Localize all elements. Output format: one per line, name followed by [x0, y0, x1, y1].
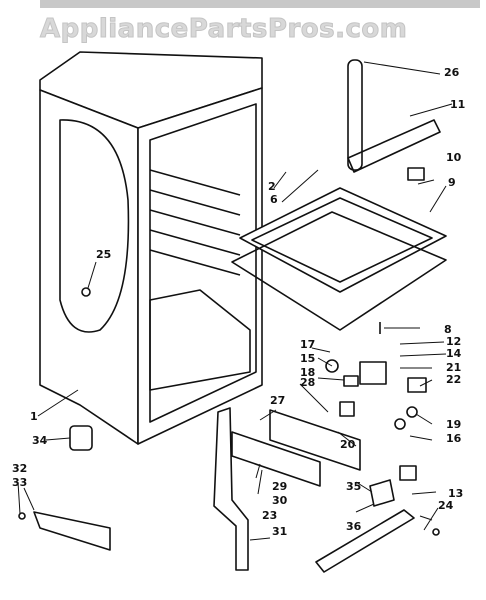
callout-16: 16: [446, 432, 462, 445]
callout-21: 21: [446, 361, 461, 374]
callout-28: 28: [300, 376, 315, 389]
callout-29: 29: [272, 480, 287, 493]
callout-24: 24: [438, 499, 454, 512]
callout-30: 30: [272, 494, 288, 507]
bracket-part-27: [269, 409, 361, 471]
callout-31: 31: [272, 525, 287, 538]
callout-12: 12: [446, 335, 461, 348]
callout-32: 32: [12, 462, 27, 475]
callout-36: 36: [346, 520, 362, 533]
callout-23: 23: [262, 509, 277, 522]
callout-26: 26: [444, 66, 460, 79]
strip-part-11: [347, 119, 441, 173]
screw-part-33: [18, 512, 26, 520]
callout-25: 25: [96, 248, 111, 261]
callout-19: 19: [446, 418, 461, 431]
callout-10: 10: [446, 151, 462, 164]
callout-34: 34: [32, 434, 48, 447]
callout-9: 9: [448, 176, 456, 189]
hinge-part-32: [33, 511, 111, 551]
callout-14: 14: [446, 347, 462, 360]
callout-17: 17: [300, 338, 315, 351]
scan-streak: [40, 0, 480, 8]
bracket-part-35: [369, 479, 395, 507]
callout-2: 2: [268, 180, 276, 193]
watermark: AppliancePartsPros.com: [39, 14, 408, 45]
callout-11: 11: [450, 98, 465, 111]
grille-part-23: [315, 509, 415, 573]
screw-part-24: [432, 528, 440, 536]
callout-33: 33: [12, 476, 27, 489]
clip-part-10: [407, 167, 425, 181]
tube-part-31: [213, 407, 249, 571]
callout-6: 6: [270, 193, 278, 206]
callout-27: 27: [270, 394, 285, 407]
callout-35: 35: [346, 480, 361, 493]
callout-8: 8: [444, 323, 452, 336]
callout-18: 18: [300, 366, 315, 379]
callout-15: 15: [300, 352, 315, 365]
shelf-frame-part-9: [231, 187, 447, 331]
bracket-part-29: [231, 431, 321, 487]
hinge-part-13: [399, 465, 417, 481]
callout-22: 22: [446, 373, 461, 386]
callout-20: 20: [340, 438, 356, 451]
callout-13: 13: [448, 487, 463, 500]
cabinet-liner: [39, 51, 263, 445]
rod-part-26: [347, 59, 363, 171]
control-assembly: [325, 359, 427, 430]
leveler-part-34: [69, 425, 93, 451]
callout-1: 1: [30, 410, 38, 423]
